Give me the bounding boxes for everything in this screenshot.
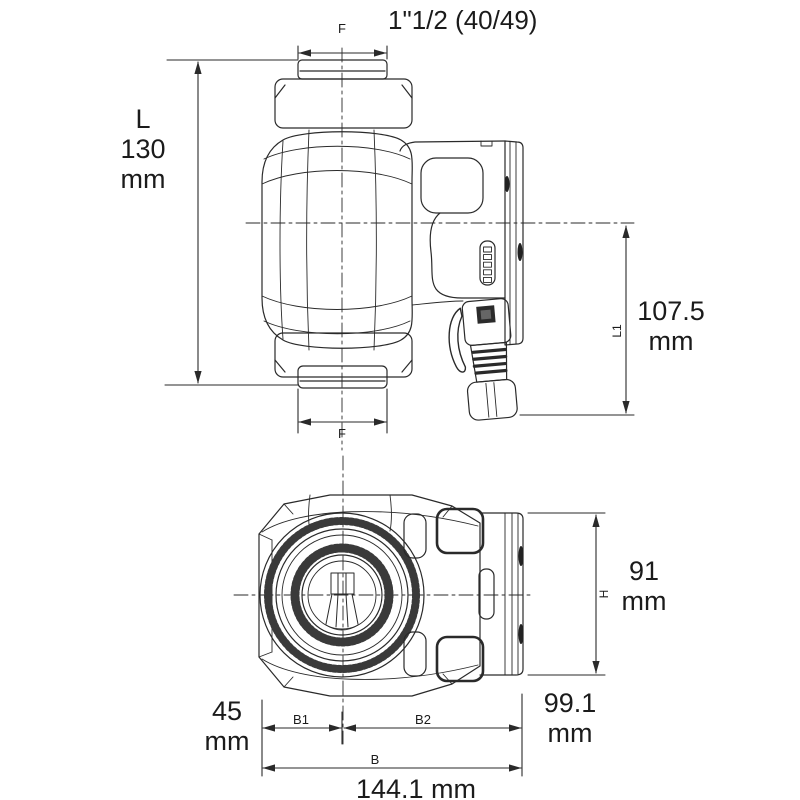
- pump-end-view: [233, 455, 606, 777]
- f-top-extensions: [297, 45, 388, 60]
- depth-value: 99.1: [543, 688, 597, 718]
- cable-connector-plug: [448, 298, 518, 421]
- f-bottom-label: F: [338, 426, 346, 441]
- h-symbol-label: H: [597, 589, 611, 599]
- length-dimension-label: L 130 mm: [120, 104, 165, 194]
- height-unit: mm: [621, 586, 667, 616]
- length-symbol: L: [135, 104, 151, 134]
- motor-housing-end: [478, 512, 524, 676]
- wire-clip: [448, 307, 467, 373]
- impeller-detail: [325, 572, 359, 631]
- top-union-nut: [297, 59, 388, 80]
- bottom-flange: [274, 332, 413, 378]
- height-value: 91: [628, 556, 660, 586]
- dimension-lines-side-view: [164, 45, 635, 434]
- width-unit: mm: [431, 774, 477, 800]
- motor-end-cap: [504, 140, 524, 346]
- knurled-ring-inner: [290, 543, 394, 647]
- l1-unit: mm: [648, 326, 694, 356]
- cap-shadow-detail: [517, 243, 523, 261]
- top-flange: [274, 78, 413, 129]
- f-bottom-extensions: [297, 388, 388, 434]
- knurled-ring-outer: [264, 517, 420, 673]
- pump-body-barrel: [261, 129, 413, 351]
- led-indicator-window: [479, 240, 496, 286]
- height-dimension-label: 91 mm: [622, 556, 667, 616]
- mounting-tabs: [403, 507, 485, 683]
- offset-dimension-label: 45 mm: [205, 696, 250, 756]
- f-top-label: F: [338, 21, 346, 36]
- width-value: 144.1: [355, 774, 424, 800]
- l1-dimension-label: 107.5 mm: [637, 296, 705, 356]
- l1-symbol-label: L1: [610, 324, 624, 338]
- dimension-lines-end-view: [261, 512, 606, 777]
- depth-unit: mm: [547, 718, 593, 748]
- b2-label: B2: [415, 712, 431, 727]
- width-dimension-label: 144.1 mm: [356, 774, 476, 800]
- l1-value: 107.5: [637, 296, 705, 326]
- pump-side-view: [164, 45, 635, 451]
- length-unit: mm: [120, 164, 166, 194]
- bottom-union-nut: [297, 365, 388, 389]
- offset-unit: mm: [204, 726, 250, 756]
- b-label: B: [370, 752, 380, 767]
- pump-port-circles: [259, 512, 425, 678]
- length-value: 130: [120, 134, 166, 164]
- b1-label: B1: [293, 712, 309, 727]
- cap-shadow-detail: [504, 176, 510, 192]
- motor-bracket: [399, 140, 506, 306]
- connection-size-label: 1"1/2 (40/49): [388, 5, 538, 35]
- offset-value: 45: [211, 696, 243, 726]
- depth-dimension-label: 99.1 mm: [544, 688, 597, 748]
